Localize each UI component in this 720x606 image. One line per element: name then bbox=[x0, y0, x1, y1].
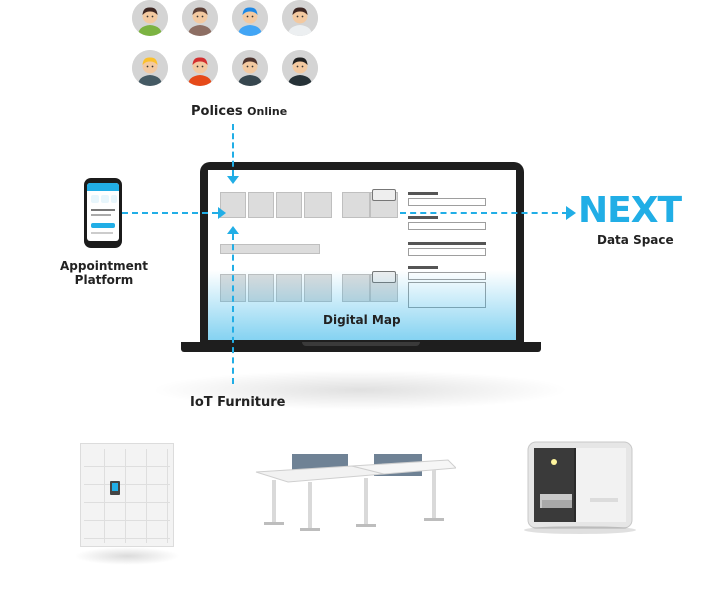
online-label-text: Online bbox=[247, 105, 288, 118]
digital-map-label: Digital Map bbox=[323, 313, 401, 327]
arrow-right-icon bbox=[566, 206, 576, 220]
map-to-next-line bbox=[400, 212, 568, 214]
appointment-label-line1: Appointment bbox=[60, 259, 149, 273]
businessman-avatar-icon bbox=[232, 50, 268, 86]
cyclist-helmet-avatar-icon bbox=[232, 0, 268, 36]
construction-worker-avatar-icon bbox=[132, 50, 168, 86]
laptop-base bbox=[181, 342, 541, 352]
polices-label-text: Polices bbox=[191, 104, 243, 119]
woman-avatar-icon bbox=[182, 0, 218, 36]
arrow-down-icon bbox=[227, 176, 239, 184]
laptop-shadow bbox=[150, 370, 570, 410]
data-space-label: Data Space bbox=[597, 233, 674, 247]
appointment-label-line2: Platform bbox=[74, 273, 134, 287]
iot-to-map-line bbox=[232, 234, 234, 384]
arrow-up-icon bbox=[227, 226, 239, 234]
firefighter-avatar-icon bbox=[182, 50, 218, 86]
phone-booth-pod-icon bbox=[524, 441, 636, 534]
iot-furniture-label: IoT Furniture bbox=[190, 395, 286, 410]
man-green-shirt-avatar-icon bbox=[132, 0, 168, 36]
laptop-notch bbox=[302, 342, 420, 346]
polices-to-map-line bbox=[232, 124, 234, 176]
manager-avatar-icon bbox=[282, 50, 318, 86]
doctor-avatar-icon bbox=[282, 0, 318, 36]
phone-to-map-line bbox=[122, 212, 218, 214]
appointment-platform-label: Appointment Platform bbox=[60, 259, 148, 287]
smart-locker-icon bbox=[74, 443, 180, 565]
appointment-phone-icon bbox=[84, 178, 122, 248]
arrow-right-icon bbox=[218, 207, 226, 219]
next-logo: NEXT bbox=[578, 190, 682, 231]
polices-online-label: Polices Online bbox=[191, 104, 287, 119]
sit-stand-desk-icon bbox=[255, 454, 456, 531]
digital-map-screen: Digital Map bbox=[208, 170, 516, 340]
